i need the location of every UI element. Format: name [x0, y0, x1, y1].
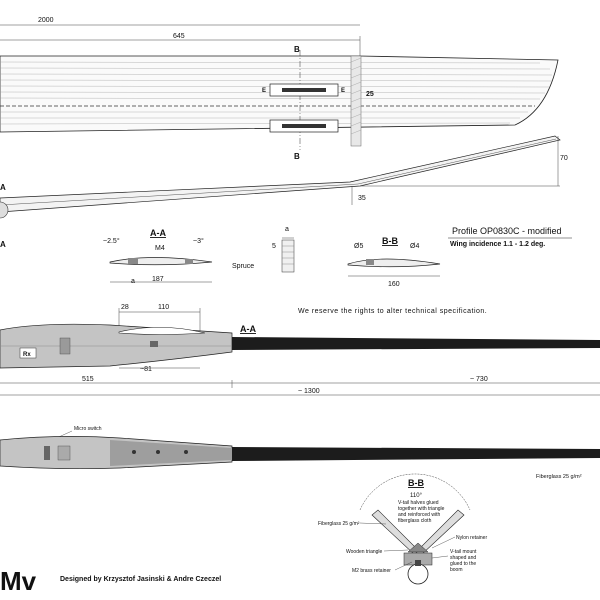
angle-left-label: ~2.5°	[103, 237, 120, 245]
micro-switch-label: Micro switch	[74, 426, 102, 432]
vtail-mount-label-4: boom	[450, 567, 463, 573]
section-mark-a-top: A	[0, 183, 6, 192]
fuselage-top-view: Micro switch Fiberglass 25 g/m²	[0, 426, 600, 480]
fuselage-side-view: 28 110 Rx A-A ~81 515 ~ 730 ~ 1300	[0, 304, 600, 396]
fuselage-wing-saddle	[118, 326, 206, 335]
fiberglass-right-label: Fiberglass 25 g/m²	[536, 474, 582, 480]
wing-plan-view: 2000 645 25	[0, 17, 559, 161]
vtail-mount-label-3: glued to the	[450, 561, 476, 567]
wing-incidence-label: Wing incidence 1.1 - 1.2 deg.	[450, 241, 545, 248]
vtail-note-2: together with triangle	[398, 506, 445, 512]
section-mark-a-bottom: A	[0, 240, 6, 249]
vtail-note-1: V-tail halves glued	[398, 500, 439, 506]
profile-info: Profile OP0830C - modified Wing incidenc…	[448, 226, 572, 248]
a-label-spruce: a	[285, 226, 289, 233]
dim-187: 187	[152, 276, 164, 283]
section-aa-marker: A-A	[240, 324, 256, 334]
tail-boom-side	[232, 337, 600, 350]
root-rib-band	[350, 55, 362, 147]
profile-label: Profile OP0830C - modified	[452, 226, 562, 236]
wing-front-view: 70 35 A A	[0, 135, 568, 249]
dim-515: 515	[82, 376, 94, 383]
bb-airfoil	[347, 258, 441, 268]
dim-2000: 2000	[38, 17, 54, 24]
angle-right-label: ~3°	[193, 237, 204, 245]
boom-circle	[407, 563, 429, 585]
m4-label: M4	[155, 245, 165, 252]
spruce-spar	[281, 239, 295, 273]
spruce-label: Spruce	[232, 263, 254, 270]
wooden-triangle-part	[407, 542, 429, 553]
dim-5: 5	[272, 243, 276, 250]
credits-label: Designed by Krzysztof Jasinski & Andre C…	[60, 576, 221, 583]
section-mark-b-bottom: B	[294, 152, 300, 161]
vtail-note-4: fiberglass cloth	[398, 518, 432, 524]
fiberglass-tail-label: Fiberglass 25 g/m²	[318, 521, 360, 527]
dim-81: ~81	[140, 366, 152, 373]
section-aa: A-A ~2.5° ~3° M4 187 a	[103, 228, 213, 285]
section-aa-title: A-A	[150, 228, 166, 238]
dim-110: 110	[158, 304, 169, 311]
dim-28: 28	[121, 304, 129, 311]
wooden-triangle-label: Wooden triangle	[346, 549, 383, 555]
rx-box	[19, 347, 37, 359]
section-mark-b-top: B	[294, 45, 300, 54]
aa-airfoil	[109, 257, 213, 266]
brass-retainer-label: M2 brass retainer	[352, 568, 391, 574]
dim-70: 70	[560, 155, 568, 162]
dim-730: ~ 730	[470, 376, 488, 383]
vtail-section-title: B-B	[408, 478, 424, 488]
section-bb-title: B-B	[382, 236, 398, 246]
spruce-detail: a 5 Spruce	[232, 226, 295, 273]
vtail-mount-label-1: V-tail mount	[450, 549, 477, 555]
nylon-retainer-label: Nylon retainer	[456, 535, 487, 541]
dim-phi5: Ø5	[354, 243, 363, 250]
section-bb: B-B Ø5 Ø4 160	[347, 236, 441, 288]
tail-boom-top	[232, 447, 600, 461]
wing-root-hub	[0, 201, 9, 219]
logo-text: Mv	[0, 566, 37, 596]
vtail-note-3: and reinforced with	[398, 512, 440, 518]
wing-front-outline	[0, 135, 561, 213]
section-mark-e-left: E	[262, 88, 266, 94]
rx-label: Rx	[23, 352, 31, 358]
vtail-section: B-B 110° V-tail halves glued together wi…	[318, 473, 487, 585]
rights-notice: We reserve the rights to alter technical…	[298, 308, 487, 315]
dim-645: 645	[173, 33, 185, 40]
dim-phi4: Ø4	[410, 243, 419, 250]
dim-1300: ~ 1300	[298, 388, 320, 395]
dim-160: 160	[388, 281, 400, 288]
dim-35: 35	[358, 195, 366, 202]
dim-25: 25	[366, 91, 374, 98]
a-label-left: a	[131, 278, 135, 285]
vtail-mount-label-2: shaped and	[450, 555, 476, 561]
section-mark-e-right: E	[341, 88, 345, 94]
dim-110deg: 110°	[410, 493, 423, 499]
